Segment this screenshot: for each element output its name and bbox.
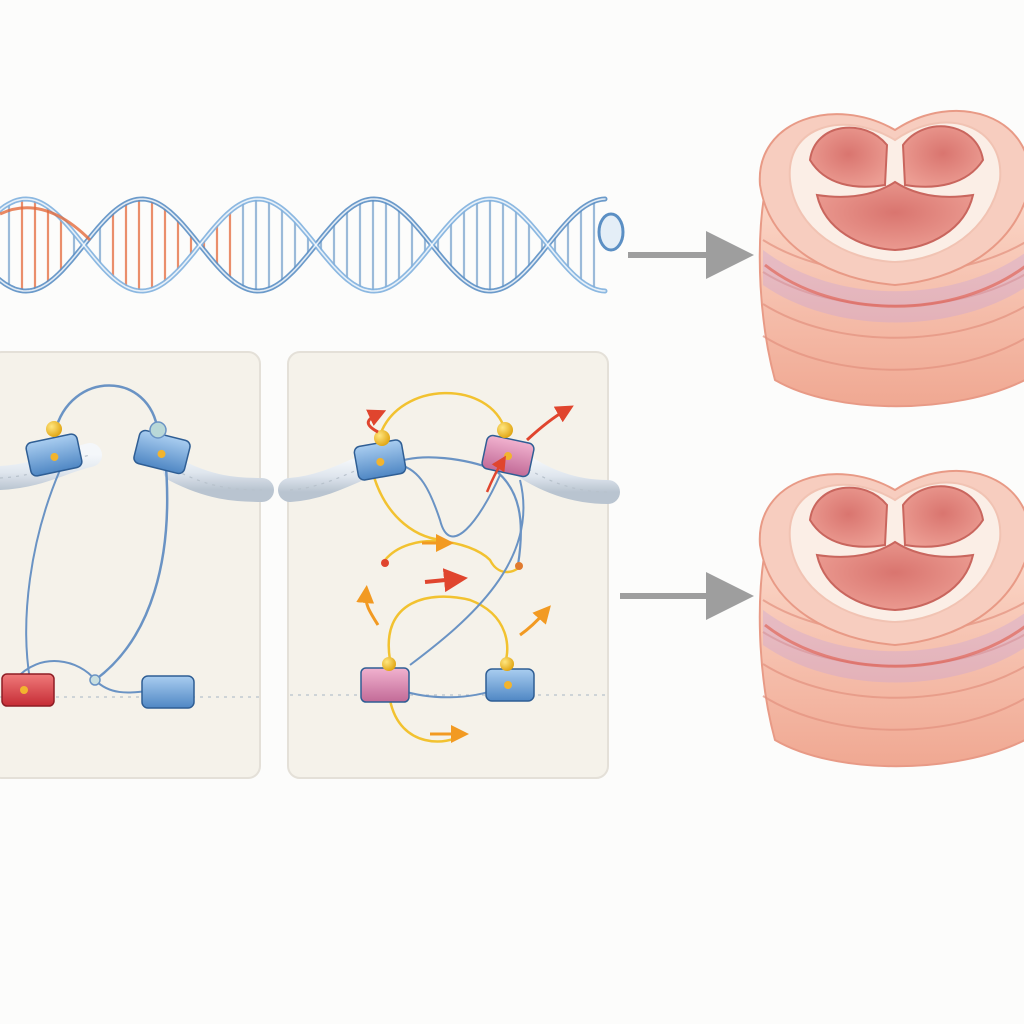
protein-blue-bottom-right bbox=[485, 668, 535, 702]
dna-helix bbox=[0, 196, 625, 294]
dna-strand-a bbox=[0, 196, 608, 294]
valve-tissue-layer bbox=[762, 663, 1024, 699]
valve-cusp-right bbox=[901, 485, 985, 548]
valve-cusp-bottom bbox=[815, 180, 975, 252]
chromatin-loop-yellow-lower bbox=[387, 595, 509, 663]
dna-red-segment bbox=[0, 206, 92, 242]
valve-cusp-bottom bbox=[815, 540, 975, 612]
valve-vessel-line bbox=[764, 623, 1024, 668]
chromatin-loop-left bbox=[25, 469, 61, 681]
protein-cap-yellow bbox=[382, 657, 396, 671]
dna-end-cap bbox=[597, 212, 625, 252]
loop-anchor bbox=[89, 674, 101, 686]
protein-cap-teal bbox=[149, 421, 167, 439]
chromatin-loop-blue-b bbox=[399, 464, 501, 538]
valve-cross-section-bottom bbox=[758, 469, 1024, 768]
panel-background bbox=[0, 351, 261, 779]
panel-dynamic-looping bbox=[278, 351, 620, 779]
chromatin-loop-yellow-mid bbox=[384, 539, 522, 574]
motion-arrow-orange bbox=[519, 605, 551, 637]
valve-vessel-line bbox=[764, 263, 1024, 308]
valve-fibrous-band bbox=[763, 250, 1024, 323]
motion-arrow-red bbox=[366, 409, 387, 434]
dna-strand-b bbox=[0, 196, 608, 294]
protein-cap-yellow bbox=[497, 422, 513, 438]
valve-tissue-layer bbox=[762, 695, 1024, 731]
protein-pink-bottom-left bbox=[360, 667, 410, 703]
dna-strand-b-highlight bbox=[0, 198, 606, 292]
chromatin-loop-yellow-top bbox=[378, 391, 507, 436]
valve-tissue-layer bbox=[762, 335, 1024, 371]
valve-fibrous-band bbox=[763, 610, 1024, 683]
protein-cap-yellow bbox=[46, 421, 62, 437]
chromatin-loop-blue-c bbox=[409, 479, 525, 666]
protein-blue-bottom bbox=[141, 675, 195, 709]
motion-arrow-red bbox=[525, 405, 574, 442]
protein-cap-yellow bbox=[500, 657, 514, 671]
motion-arrow-orange bbox=[356, 585, 380, 626]
loop-contact-point bbox=[515, 562, 523, 570]
motion-arrow-red bbox=[424, 568, 468, 593]
protein-blue-right bbox=[133, 429, 191, 475]
valve-tissue-layer bbox=[762, 303, 1024, 339]
loop-contact-point bbox=[381, 559, 389, 567]
valve-cross-section-top bbox=[758, 109, 1024, 408]
chromatin-loop-upper bbox=[53, 384, 160, 433]
panel-background bbox=[287, 351, 609, 779]
valve-cusp-left bbox=[808, 486, 889, 548]
motion-arrow-red bbox=[485, 455, 506, 493]
protein-red-bottom bbox=[1, 673, 55, 707]
protein-cap-yellow bbox=[374, 430, 390, 446]
panel-stable-looping bbox=[0, 351, 274, 779]
valve-cusp-right bbox=[901, 125, 985, 188]
chromatin-loop-long bbox=[94, 454, 169, 682]
dna-strand-a-highlight bbox=[0, 198, 606, 292]
dna-base-pairs bbox=[7, 199, 596, 291]
protein-blue-left bbox=[25, 433, 83, 477]
valve-cusp-left bbox=[808, 126, 889, 188]
